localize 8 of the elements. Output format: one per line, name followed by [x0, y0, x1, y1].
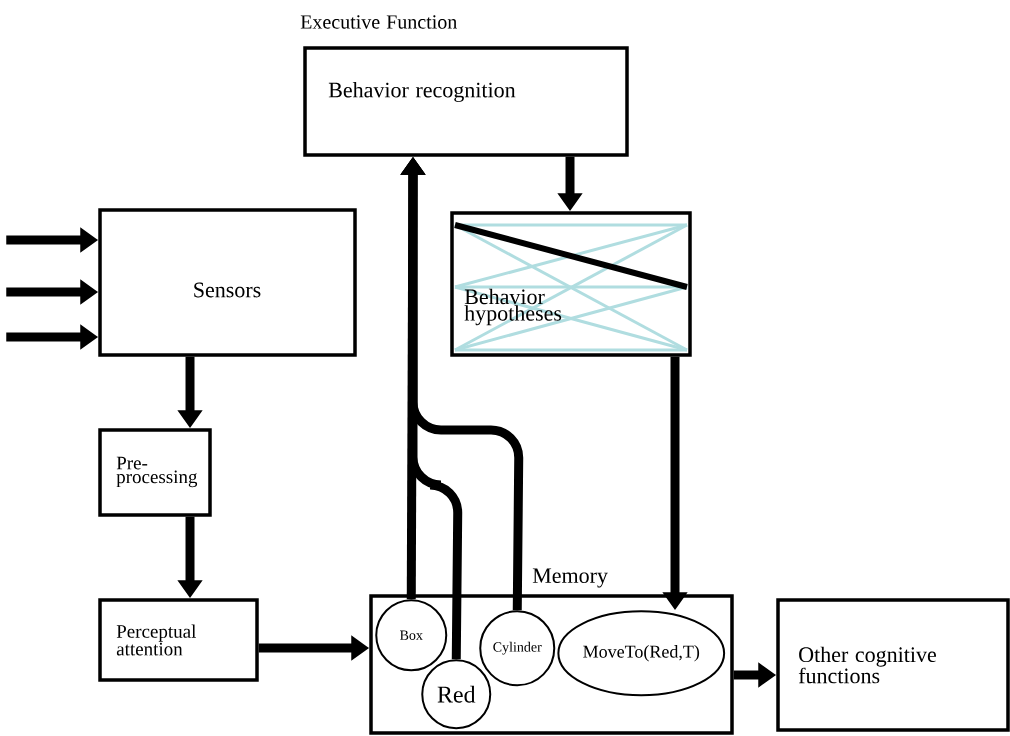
node-label: Executive Function [300, 15, 457, 29]
process-box: Executive Function Behavior recognition [300, 15, 629, 157]
node-label: Memory [532, 568, 608, 588]
process-box: Other cognitive functions [776, 598, 1010, 732]
process-box: Perceptual attention [98, 598, 259, 682]
hypotheses-box: Behavior hypotheses [450, 211, 692, 357]
process-box: Pre-processing [98, 428, 212, 517]
process-box: Sensors [98, 208, 357, 357]
